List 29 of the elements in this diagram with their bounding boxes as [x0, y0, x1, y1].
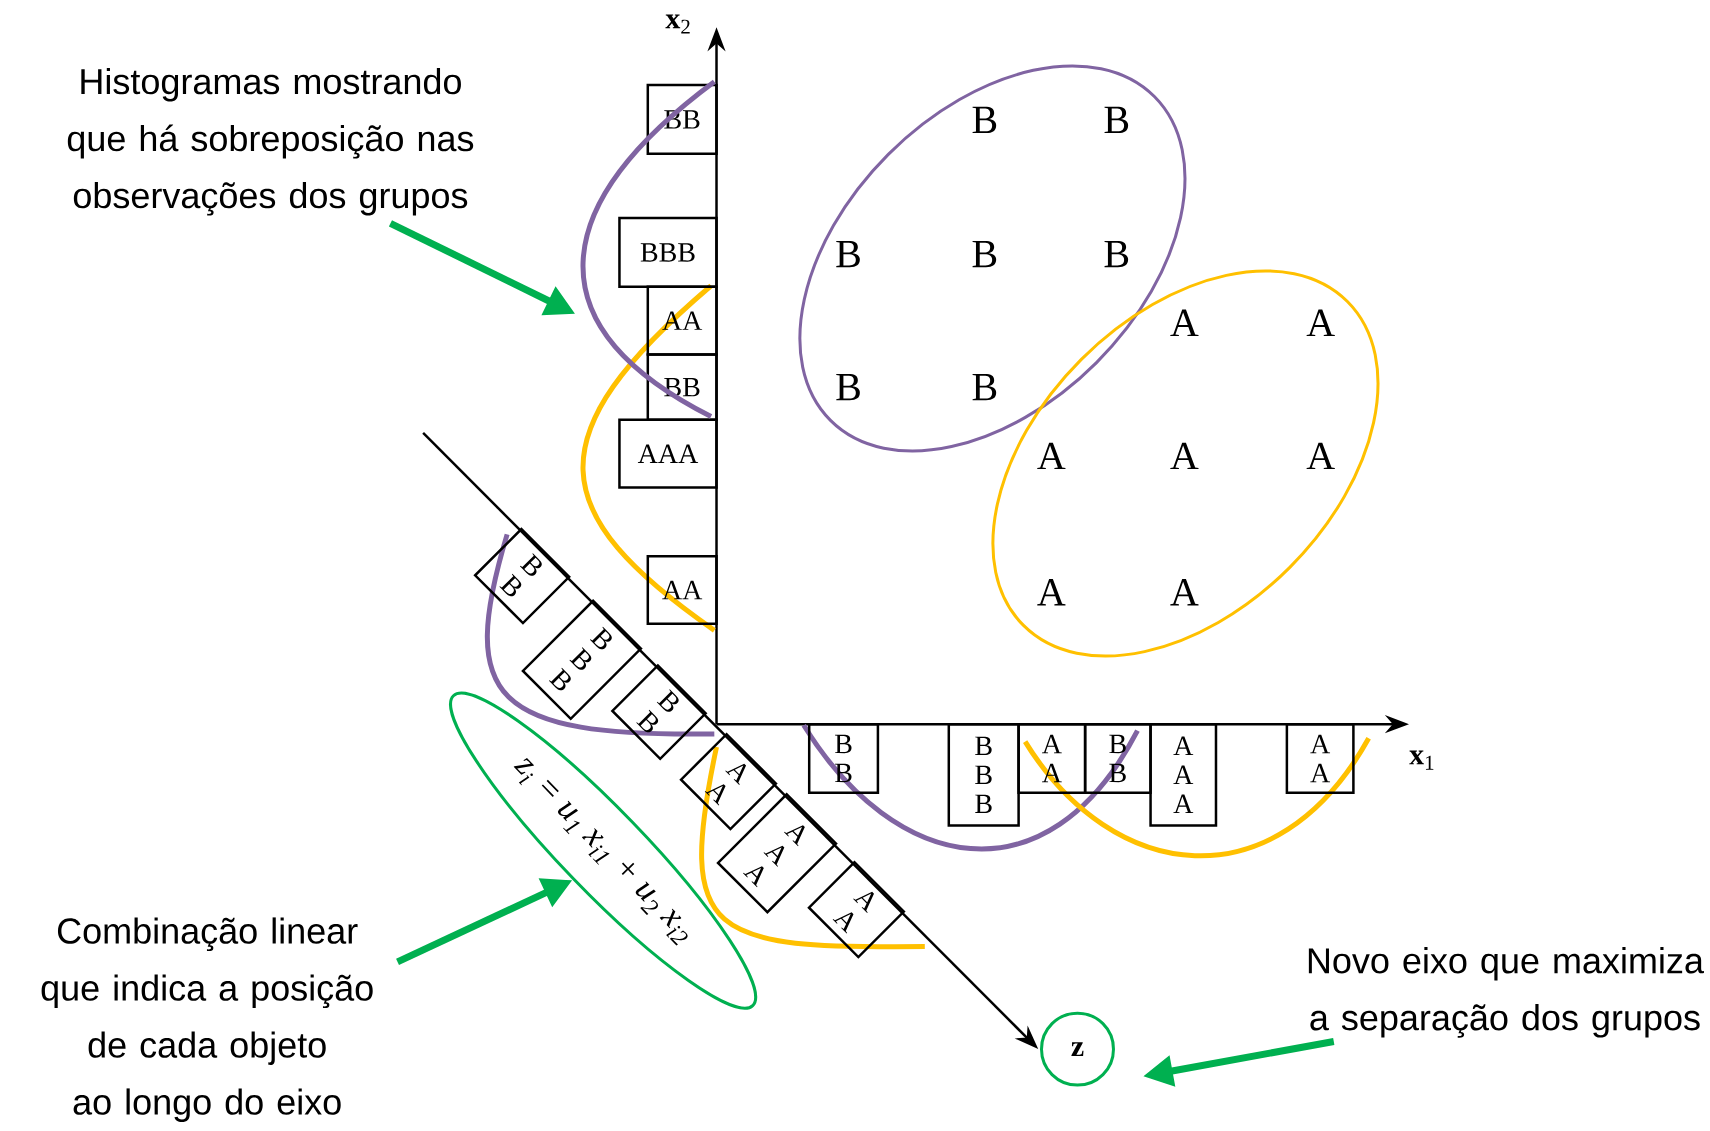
histogram-bar: A A A [1149, 722, 1218, 827]
data-point-letter: B [836, 241, 860, 268]
callout-text: Combinação linear que indica a posição de cada objeto ao longo do eixo [41, 917, 373, 1122]
data-point-letter: B [836, 374, 860, 401]
histogram-bar: B B B [947, 722, 1020, 827]
histogram-bar: A A [807, 860, 906, 959]
histogram-bar: B B [473, 527, 571, 625]
data-point-letter: B [972, 241, 997, 268]
data-point-letter: B [1104, 106, 1129, 134]
data-point-letter: B [972, 106, 997, 134]
histogram-bar: A A [679, 732, 778, 831]
histogram-bar: AAA [618, 418, 718, 489]
histogram-bar: B B B [521, 599, 643, 721]
histogram-curve [580, 79, 716, 419]
data-point-letter: A [1170, 442, 1199, 470]
data-point-letter: A [1170, 309, 1199, 337]
data-point-letter: A [1037, 442, 1066, 470]
data-point-letter: A [1306, 309, 1335, 337]
data-point-letter: B [972, 374, 997, 401]
data-point-letter: B [1104, 241, 1129, 268]
axis-label: x$_{2}$ [665, 14, 690, 34]
data-point-letter: A [1037, 579, 1066, 606]
histogram-bar: AA [646, 555, 718, 626]
axis-label: x$_{1}$ [1409, 750, 1434, 770]
histogram-bar: A A [1285, 722, 1355, 795]
data-point-letter: A [1170, 579, 1199, 606]
callout-text: Novo eixo que maximiza a separação dos grupos [1308, 947, 1704, 1038]
data-point-letter: A [1306, 442, 1335, 470]
callout-text: Histogramas mostrando que há sobreposição nas observações dos grupos [67, 67, 474, 216]
